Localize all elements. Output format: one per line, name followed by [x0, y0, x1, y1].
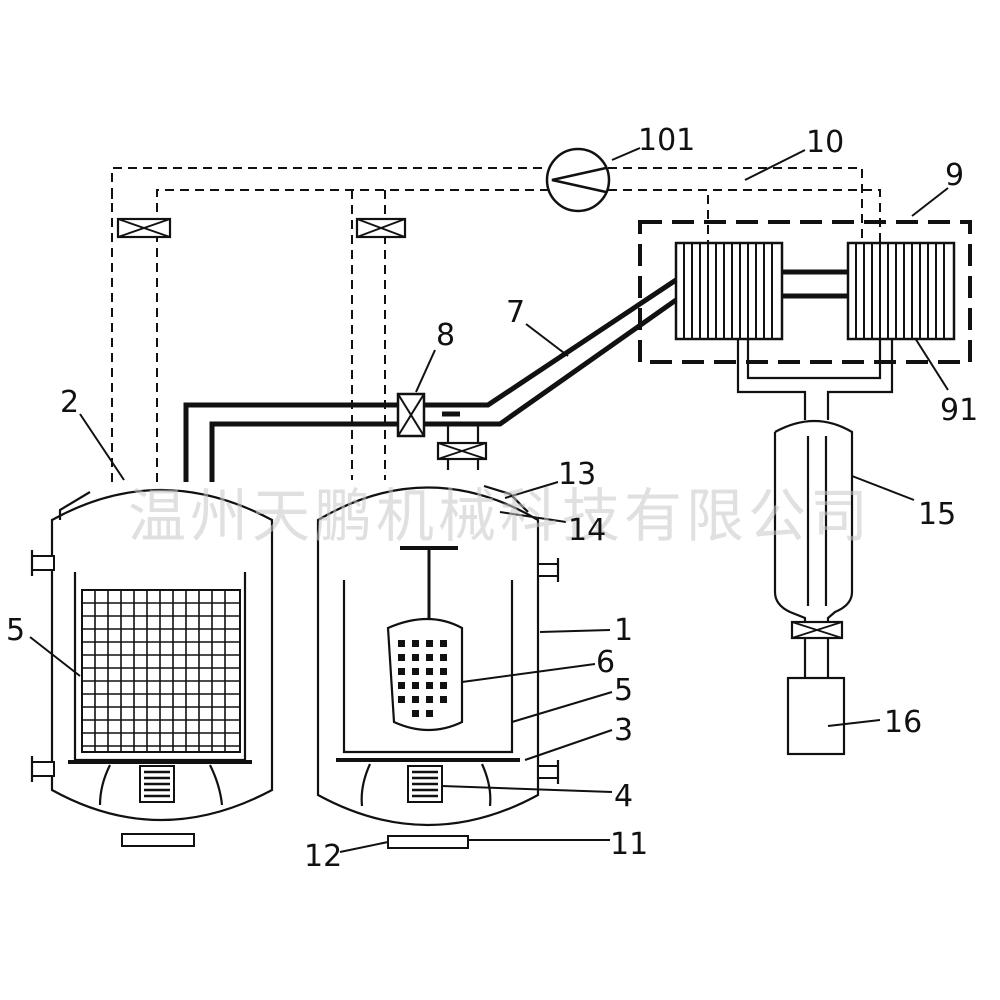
label-1: 1: [614, 613, 633, 648]
vapor-pipe: [183, 277, 678, 482]
receiver-vessel: [773, 419, 854, 678]
label-9: 9: [945, 158, 964, 193]
label-13: 13: [558, 457, 596, 492]
watermark-text: 温州天鹏机械科技有限公司: [128, 482, 872, 550]
label-2: 2: [60, 385, 79, 420]
label-101: 101: [638, 123, 695, 158]
collection-bottle: [786, 676, 846, 756]
label-7: 7: [506, 295, 525, 330]
label-6: 6: [596, 645, 615, 680]
label-10: 10: [806, 125, 844, 160]
label-5-right: 5: [614, 673, 633, 708]
valve-icon: [396, 392, 426, 438]
leader-lines: [29, 147, 949, 853]
label-4: 4: [614, 779, 633, 814]
extraction-tank-left: [30, 488, 274, 847]
label-3: 3: [614, 713, 633, 748]
pump-icon: [545, 147, 611, 213]
label-11: 11: [610, 827, 648, 862]
label-14: 14: [568, 513, 606, 548]
condensate-pipe: [736, 339, 894, 420]
dashed-control-lines: [111, 167, 881, 482]
label-8: 8: [436, 318, 455, 353]
valve-icon: [355, 217, 407, 239]
extraction-tank-right: [316, 484, 560, 849]
valve-icon: [116, 217, 172, 239]
part-labels: 101 10 9 8 7 2 13 14 15 91 5 1 6 5 3 4 1…: [6, 123, 978, 874]
label-5-left: 5: [6, 613, 25, 648]
label-12: 12: [304, 839, 342, 874]
condenser-unit: [638, 220, 972, 364]
label-15: 15: [918, 497, 956, 532]
label-16: 16: [884, 705, 922, 740]
valve-icon: [436, 441, 488, 461]
label-91: 91: [940, 393, 978, 428]
